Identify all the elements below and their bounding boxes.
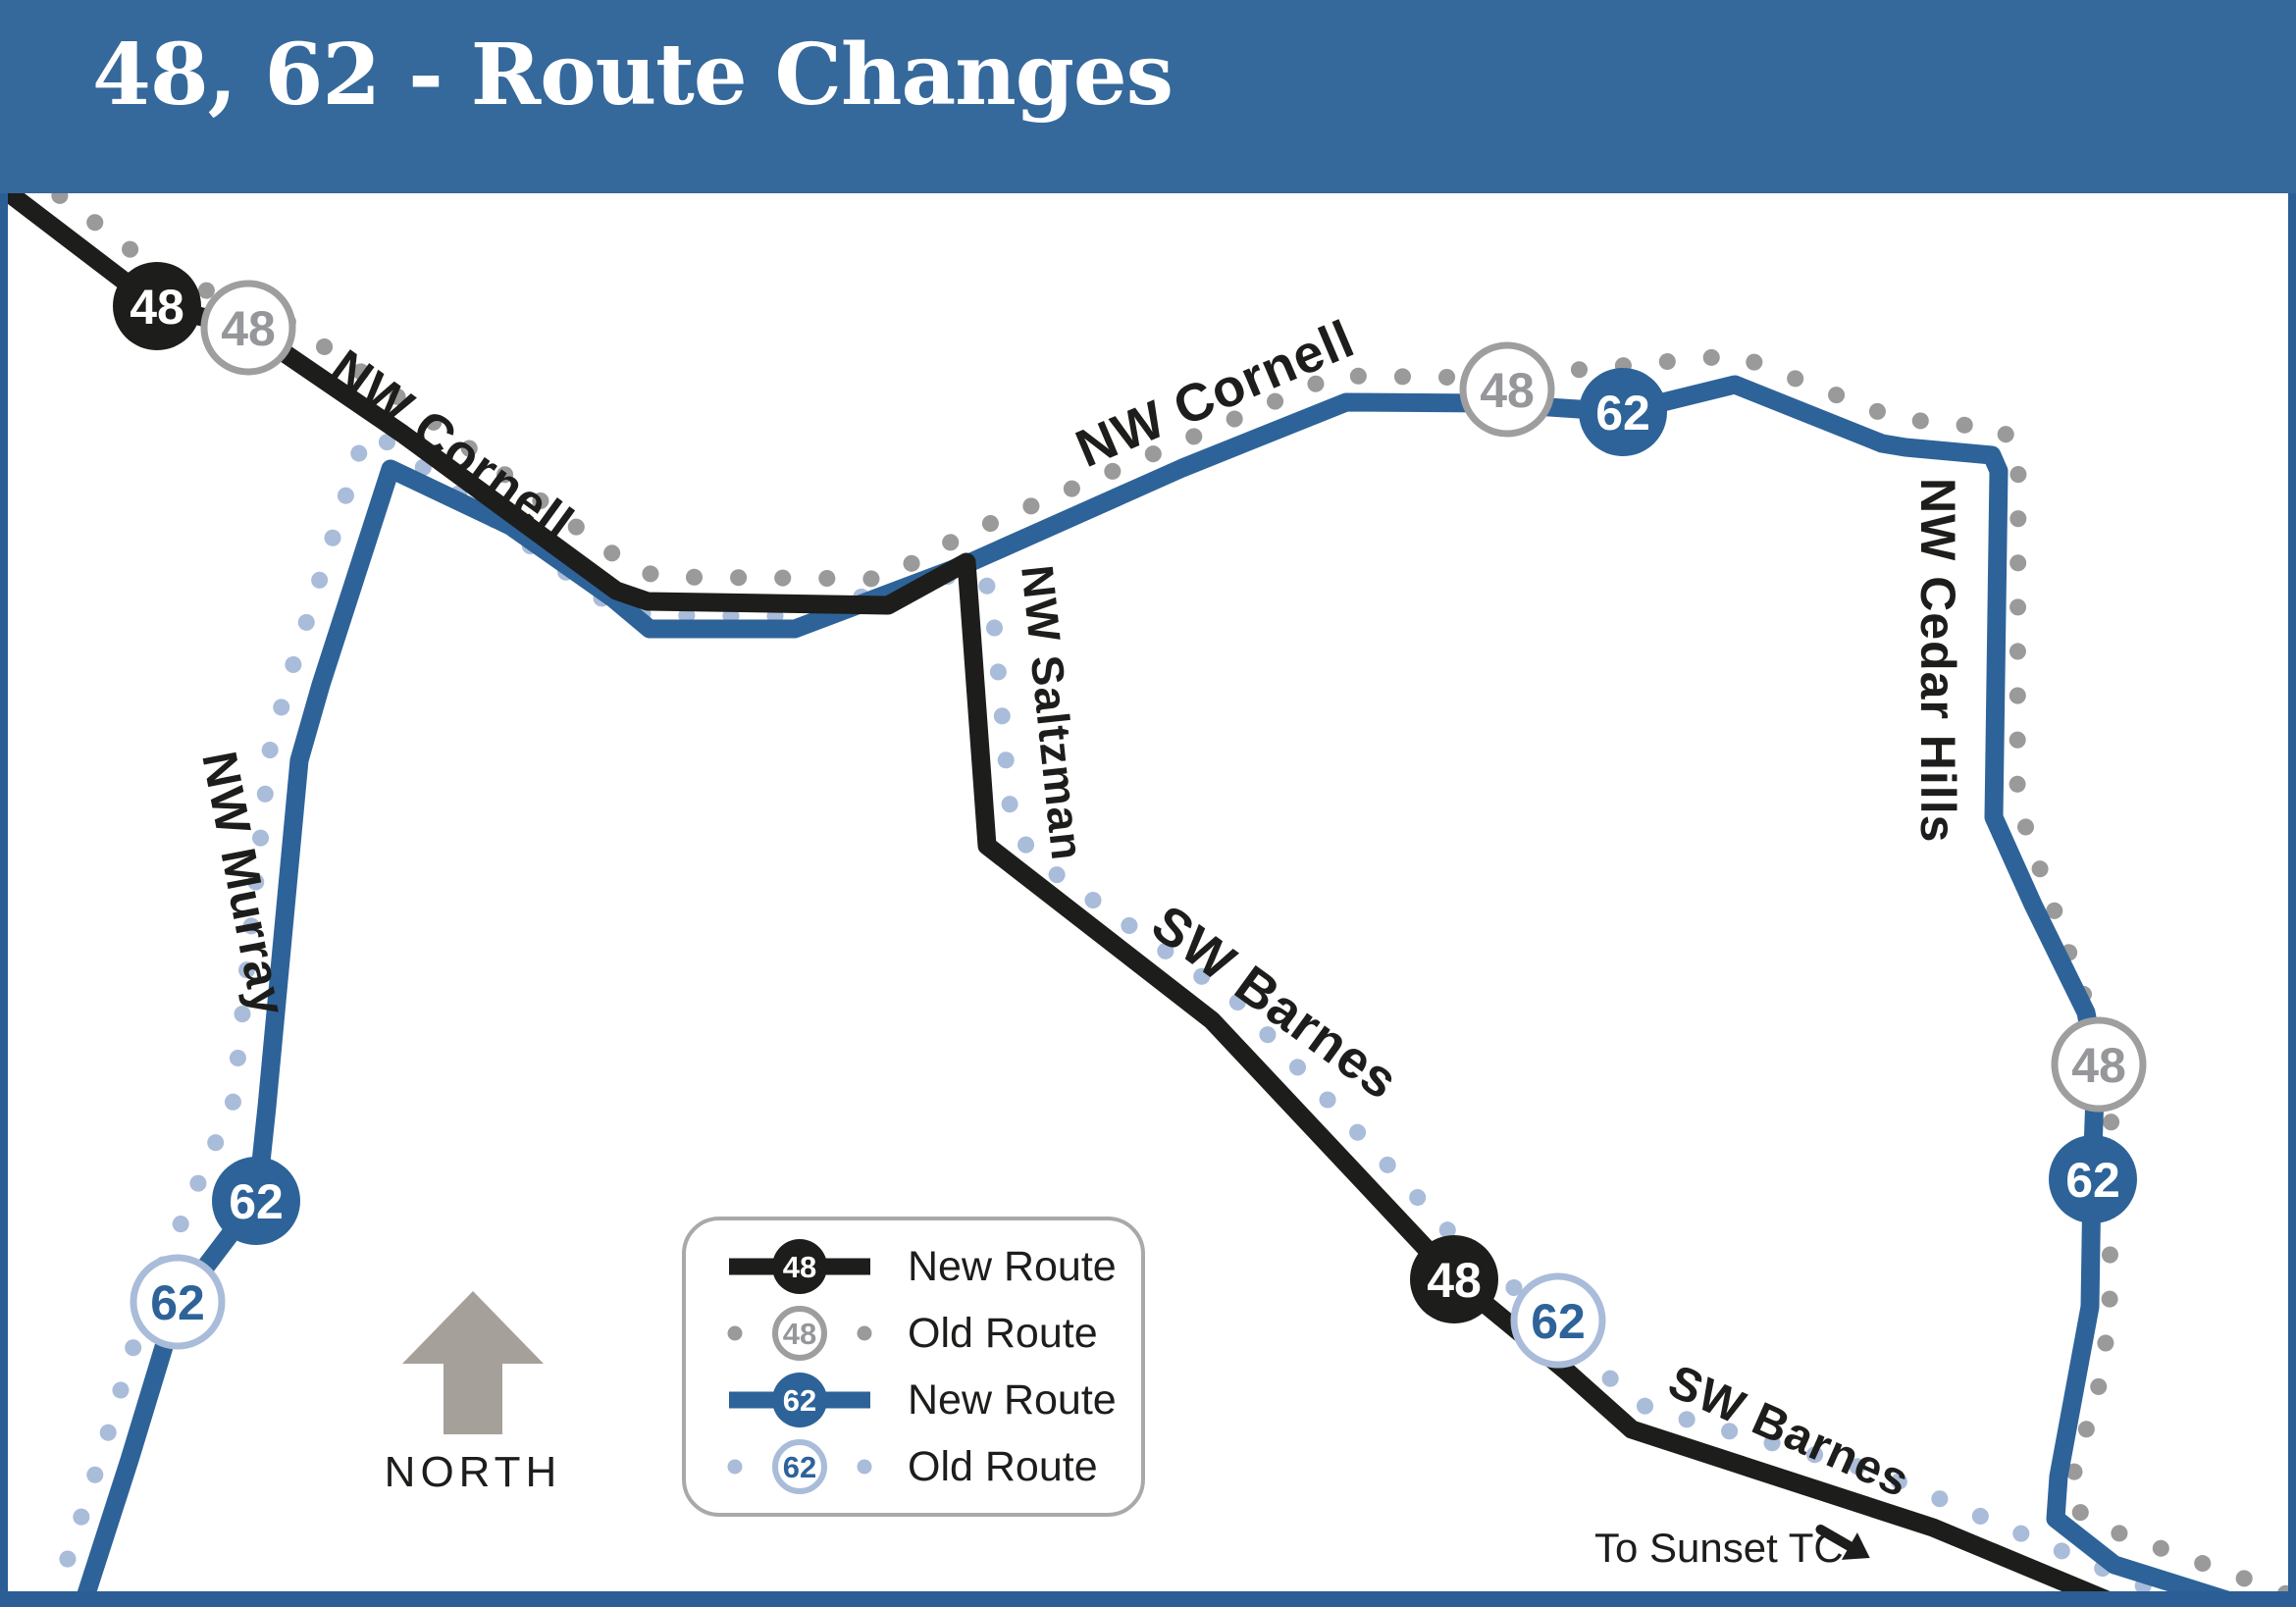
route-badge-new62-8: 62 xyxy=(212,1157,300,1245)
frame-border-bottom xyxy=(0,1591,2296,1607)
street-label-nw-saltzman: NW Saltzman xyxy=(1012,563,1093,863)
sunset-arrow-icon xyxy=(1815,1525,1870,1560)
svg-text:62: 62 xyxy=(783,1383,816,1418)
title-bar: 48, 62 - Route Changes xyxy=(0,0,2296,193)
sunset-tc-label: To Sunset TC xyxy=(1594,1525,1844,1571)
badge-number: 48 xyxy=(130,280,184,335)
route-badge-old48-1: 48 xyxy=(200,280,296,376)
svg-text:48: 48 xyxy=(783,1250,816,1284)
route-badge-old62-9: 62 xyxy=(130,1254,226,1350)
route-badge-old48-4: 48 xyxy=(2051,1016,2147,1113)
legend-item-label: Old Route xyxy=(908,1309,1098,1357)
badge-number: 48 xyxy=(2071,1038,2126,1093)
svg-text:48: 48 xyxy=(783,1317,816,1351)
route-badge-old48-2: 48 xyxy=(1459,341,1555,438)
svg-text:62: 62 xyxy=(783,1450,816,1484)
route-48-new xyxy=(2,184,2151,1607)
badge-number: 48 xyxy=(1427,1253,1482,1308)
legend-dotted-line-icon: 48 xyxy=(727,1306,872,1361)
legend-item-label: New Route xyxy=(908,1375,1117,1424)
badge-number: 48 xyxy=(1480,363,1535,418)
legend-item-label: New Route xyxy=(908,1242,1117,1290)
badge-number: 62 xyxy=(229,1174,284,1229)
route-badge-old62-7: 62 xyxy=(1510,1272,1606,1369)
north-arrow-icon xyxy=(402,1291,544,1434)
street-label-nw-cedar-hills: NW Cedar Hills xyxy=(1910,478,1965,843)
legend-item-label: Old Route xyxy=(908,1442,1098,1490)
badge-number: 48 xyxy=(221,301,276,356)
sunset-tc-note: To Sunset TC xyxy=(1594,1525,1870,1571)
badge-number: 62 xyxy=(150,1275,205,1330)
legend-solid-line-icon: 48 xyxy=(729,1239,870,1294)
page-title: 48, 62 - Route Changes xyxy=(92,26,1174,125)
legend-item-48-old: 48 Old Route xyxy=(686,1303,1141,1364)
legend-item-62-old: 62 Old Route xyxy=(686,1436,1141,1497)
legend-item-62-new: 62 New Route xyxy=(686,1370,1141,1430)
route-badge-new62-5: 62 xyxy=(2049,1135,2137,1223)
badge-number: 62 xyxy=(2065,1153,2120,1208)
legend-solid-line-icon: 62 xyxy=(729,1373,870,1427)
badge-number: 62 xyxy=(1531,1294,1586,1349)
route-badge-new62-3: 62 xyxy=(1579,368,1667,456)
frame-border-right xyxy=(2288,193,2296,1607)
route-badge-new48-6: 48 xyxy=(1410,1235,1498,1323)
badge-number: 62 xyxy=(1595,386,1650,441)
legend-dotted-line-icon: 62 xyxy=(727,1439,872,1494)
north-indicator: NORTH xyxy=(385,1291,562,1496)
north-label: NORTH xyxy=(385,1448,562,1496)
route-badge-new48-0: 48 xyxy=(113,262,201,350)
frame-border-left xyxy=(0,193,8,1607)
legend-item-48-new: 48 New Route xyxy=(686,1236,1141,1297)
